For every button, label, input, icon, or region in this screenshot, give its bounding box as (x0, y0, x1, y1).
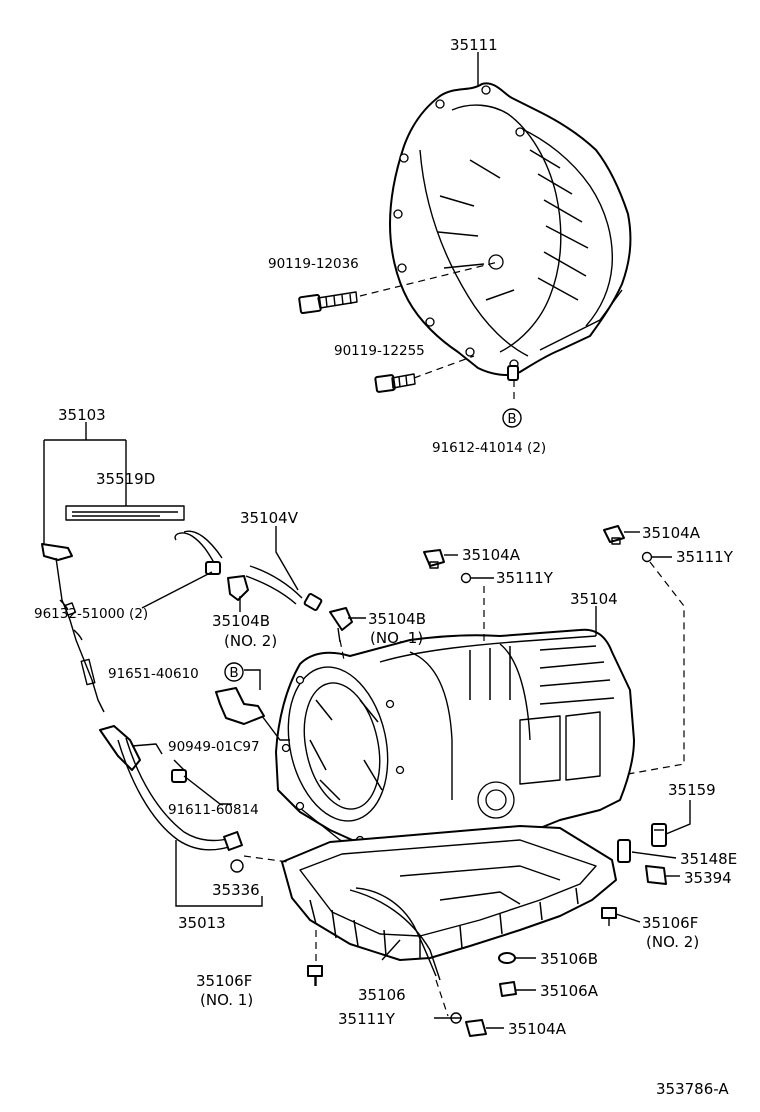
dipstick-illustration (41, 543, 105, 713)
part-label: 35148E (680, 850, 737, 868)
sensor-35159 (651, 823, 667, 847)
plug-35104A-left (423, 549, 445, 569)
part-label: (NO. 2) (224, 632, 277, 650)
part-label: (NO. 1) (370, 629, 423, 647)
plug-35106A (499, 981, 517, 997)
part-label: 90119-12255 (334, 343, 425, 359)
alignment-lines (243, 261, 685, 1017)
reference-mark-text: B (507, 411, 516, 427)
part-label: 35104A (462, 546, 521, 564)
sleeve-35148E (617, 839, 631, 863)
part-label: 35111Y (676, 548, 734, 566)
o-ring-35111Y-left (460, 572, 472, 584)
part-label: 91612-41014 (2) (432, 440, 546, 456)
part-labels: 35111 90119-12036 90119-12255 91612-4101… (34, 36, 737, 1038)
part-label: 35519D (96, 470, 155, 488)
part-label: (NO. 1) (200, 991, 253, 1009)
label-plate-35519D (65, 505, 185, 521)
part-label: 35111 (450, 36, 498, 54)
part-label: 35106 (358, 986, 406, 1004)
part-label: 90119-12036 (268, 256, 359, 272)
gasket-35394 (645, 865, 667, 885)
part-label: 35104A (642, 524, 701, 542)
part-label: 35106B (540, 950, 598, 968)
part-label: 35111Y (338, 1010, 396, 1028)
bell-housing-illustration (389, 82, 632, 376)
part-label: 35104B (212, 612, 270, 630)
dipstick-tube-illustration (99, 725, 243, 851)
leader-lines (43, 52, 691, 1029)
washer-35106B (498, 952, 516, 964)
part-label: 35104 (570, 590, 618, 608)
part-label: 91651-40610 (108, 666, 199, 682)
plug-35104A-right (603, 525, 625, 545)
part-label: 35013 (178, 914, 226, 932)
part-label: 35104V (240, 509, 299, 527)
o-ring-35111Y-right (641, 551, 653, 563)
bolt-35106F-no1 (307, 965, 323, 986)
strainer-tube (355, 887, 437, 977)
bolt-90119-12255 (374, 373, 416, 393)
part-label: 35336 (212, 881, 260, 899)
part-label: 35106F (642, 914, 698, 932)
part-label: 96132-51000 (2) (34, 606, 148, 622)
breather-hose-illustration (174, 530, 323, 611)
plug-35104A-bottom (465, 1019, 487, 1037)
bolt-91611-60814 (171, 759, 187, 783)
bolt-90119-12036 (298, 291, 358, 315)
part-label: 91611-60814 (168, 802, 259, 818)
part-label: 35159 (668, 781, 716, 799)
reference-mark-b-upper: B (502, 408, 522, 428)
drawing-number: 353786-A (656, 1080, 729, 1098)
transmission-case-illustration (275, 628, 635, 861)
reference-mark-text: B (229, 665, 238, 681)
bolt-35106F-no2 (601, 907, 617, 926)
union-35104B-no2 (227, 575, 249, 601)
part-label: 90949-01C97 (168, 739, 260, 755)
part-label: (NO. 2) (646, 933, 699, 951)
reference-mark-b-lower: B (224, 662, 244, 682)
part-label: 35106A (540, 982, 599, 1000)
part-label: 35106F (196, 972, 252, 990)
part-label: 35103 (58, 406, 106, 424)
o-ring-35336 (230, 859, 244, 873)
part-label: 35111Y (496, 569, 554, 587)
clamp-90949-01C97 (215, 687, 265, 725)
pin-91612-41014 (507, 365, 519, 381)
part-label: 35394 (684, 869, 732, 887)
oil-pan-illustration (281, 825, 617, 981)
part-label: 35104B (368, 610, 426, 628)
part-label: 35104A (508, 1020, 567, 1038)
union-35104B-no1 (329, 607, 353, 643)
